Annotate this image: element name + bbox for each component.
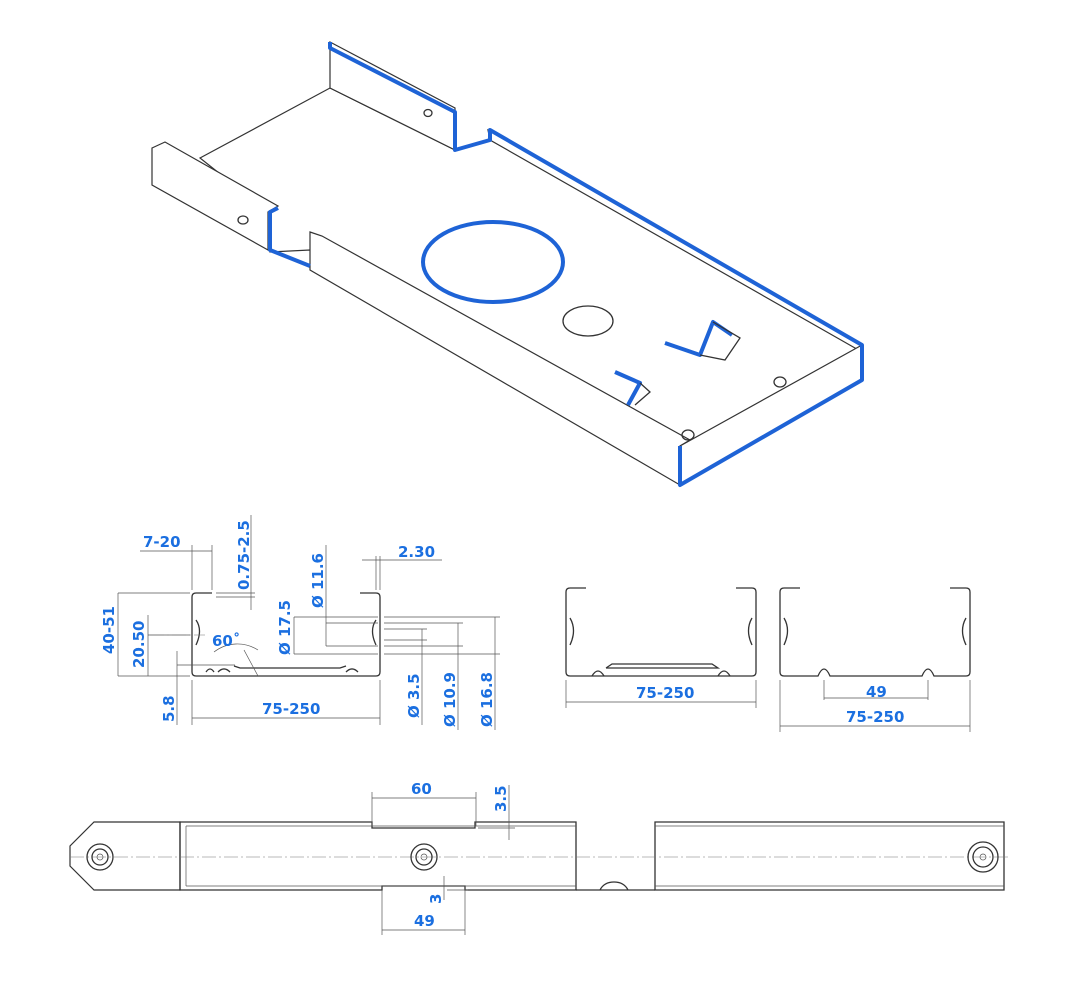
cut-tab bbox=[664, 320, 734, 357]
dim-groove-spacing: 49 bbox=[866, 683, 887, 701]
isometric-tray-view bbox=[151, 41, 864, 487]
section-view-2: 75-250 bbox=[565, 587, 757, 708]
plan-view: 60 3.5 3 49 bbox=[69, 780, 1010, 935]
dim-hole-3-5: Ø 3.5 bbox=[405, 673, 423, 718]
dim-base-offset: 5.8 bbox=[160, 695, 178, 722]
dim-hole-16-8: Ø 16.8 bbox=[478, 672, 496, 727]
screw-hole bbox=[681, 429, 695, 441]
dim-height: 40-51 bbox=[100, 606, 118, 654]
dim-hole-center-height: 20.50 bbox=[130, 621, 148, 668]
dim-angle: 60˚ bbox=[212, 632, 240, 650]
screw-icon bbox=[86, 843, 114, 871]
dim-width: 75-250 bbox=[636, 684, 694, 702]
screw-hole bbox=[237, 215, 249, 225]
dim-width: 75-250 bbox=[846, 708, 904, 726]
dim-thickness: 0.75-2.5 bbox=[235, 520, 253, 590]
dim-bottom-notch-depth: 3 bbox=[427, 894, 445, 904]
dim-top-notch-depth: 3.5 bbox=[492, 785, 510, 812]
small-cable-hole bbox=[562, 305, 614, 337]
edge-highlight bbox=[328, 42, 864, 487]
dim-hole-11-6: Ø 11.6 bbox=[309, 553, 327, 608]
screw-hole bbox=[423, 108, 433, 118]
screw-icon bbox=[967, 841, 999, 873]
section-view-dimensioned: 7-20 0.75-2.5 Ø 11.6 2.30 40-51 20.50 60… bbox=[100, 515, 500, 730]
dim-lip: 2.30 bbox=[398, 543, 435, 561]
dim-hole-17-5: Ø 17.5 bbox=[276, 600, 294, 655]
dim-width: 75-250 bbox=[262, 700, 320, 718]
section-view-3: 49 75-250 bbox=[779, 587, 971, 732]
screw-icon bbox=[410, 843, 438, 871]
dim-flange-width: 7-20 bbox=[143, 533, 181, 551]
dim-bottom-notch: 49 bbox=[414, 912, 435, 930]
dim-top-notch: 60 bbox=[411, 780, 432, 798]
screw-hole bbox=[773, 376, 787, 388]
edge-highlight bbox=[268, 206, 311, 268]
dim-hole-10-9: Ø 10.9 bbox=[441, 672, 459, 727]
